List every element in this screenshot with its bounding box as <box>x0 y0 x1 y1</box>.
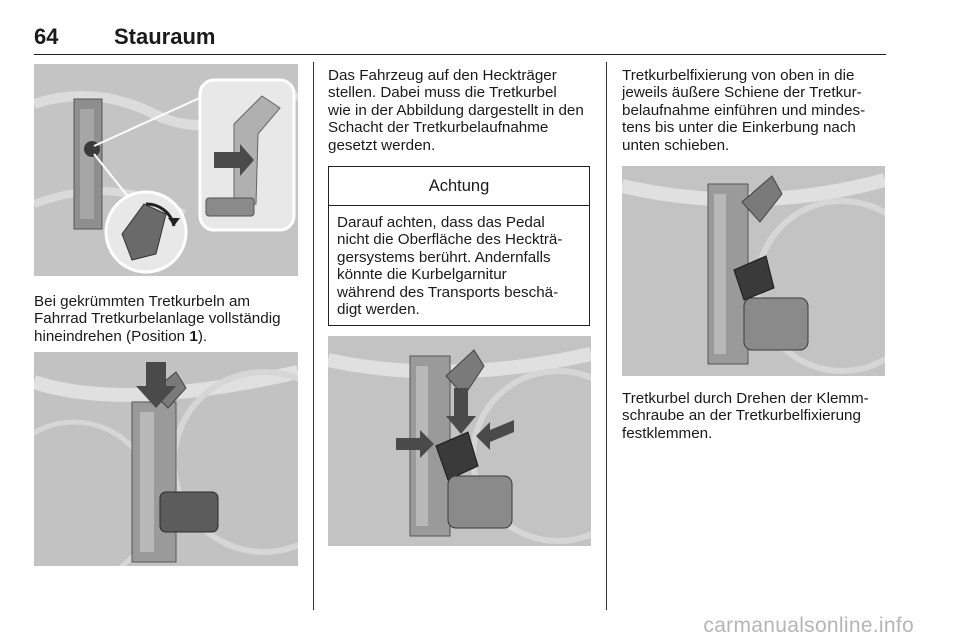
figure-crank-rotation <box>34 64 298 276</box>
text-line: jeweils äußere Schiene der Tretkur- <box>622 84 862 102</box>
clamp-instructions: Tretkurbel durch Drehen der Klemm- schra… <box>622 390 869 442</box>
text-line: Schacht der Tretkurbelaufnahme <box>328 119 549 137</box>
figure-crank-inserted <box>34 352 298 566</box>
text-line: Das Fahrzeug auf den Heckträger <box>328 67 557 84</box>
column-divider-2 <box>606 62 607 610</box>
warning-box: Achtung Darauf achten, dass das Pedal ni… <box>328 166 590 326</box>
text-line: während des Transports beschä- <box>337 283 559 301</box>
text-line: Tretkurbel durch Drehen der Klemm- <box>622 390 869 407</box>
column-divider-1 <box>313 62 314 610</box>
caption-line: ). <box>197 327 208 345</box>
figure-rail-insert <box>622 166 885 376</box>
figure-1-caption: Bei gekrümmten Tretkurbeln am Fahrrad Tr… <box>34 293 281 345</box>
text-line: digt werden. <box>337 301 420 319</box>
page-number: 64 <box>34 24 59 49</box>
text-line: Darauf achten, dass das Pedal <box>337 214 545 231</box>
text-line: wie in der Abbildung dargestellt in den <box>328 101 584 119</box>
chapter-title: Stauraum <box>114 24 216 49</box>
warning-title: Achtung <box>329 167 589 206</box>
text-line: unten schieben. <box>622 136 730 154</box>
text-line: gersystems berührt. Andernfalls <box>337 248 551 266</box>
caption-line: Fahrrad Tretkurbelanlage vollständig <box>34 310 281 328</box>
text-line: belaufnahme einführen und mindes- <box>622 101 866 119</box>
warning-text: Darauf achten, dass das Pedal nicht die … <box>329 206 589 318</box>
rail-instructions: Tretkurbelfixierung von oben in die jewe… <box>622 67 865 154</box>
caption-line: hineindrehen (Position <box>34 327 190 345</box>
caption-line: Bei gekrümmten Tretkurbeln am <box>34 293 251 310</box>
text-line: stellen. Dabei muss die Tretkurbel <box>328 84 557 102</box>
watermark: carmanualsonline.info <box>703 614 914 637</box>
text-line: gesetzt werden. <box>328 136 436 154</box>
text-line: festklemmen. <box>622 424 713 442</box>
page-header: 64 Stauraum <box>34 24 886 55</box>
text-line: schraube an der Tretkurbelfixierung <box>622 407 861 425</box>
text-line: könnte die Kurbelgarnitur <box>337 266 507 284</box>
position-number: 1 <box>189 327 198 345</box>
figure-clamp-fixation <box>328 336 591 546</box>
insert-instructions: Das Fahrzeug auf den Heckträger stellen.… <box>328 67 584 154</box>
text-line: tens bis unter die Einkerbung nach <box>622 119 856 137</box>
text-line: Tretkurbelfixierung von oben in die <box>622 67 855 84</box>
text-line: nicht die Oberfläche des Heckträ- <box>337 231 563 249</box>
